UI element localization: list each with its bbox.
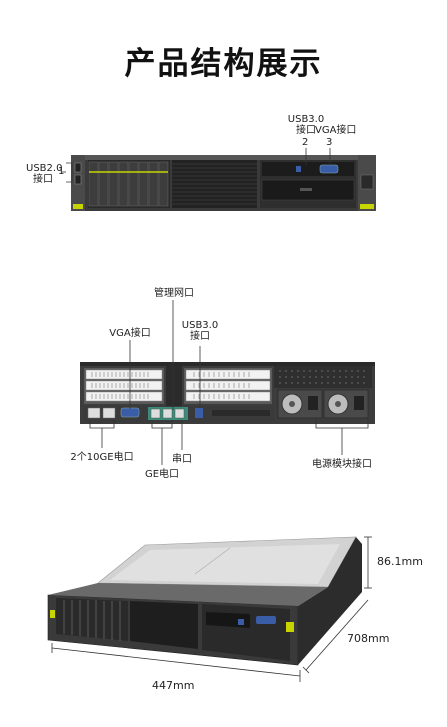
- front-usb3-port: [296, 166, 301, 172]
- server-top-highlight: [110, 544, 340, 584]
- dimension-height: 86.1mm: [377, 555, 423, 568]
- perspective-vga-port: [256, 616, 276, 624]
- rear-ge-label: GE电口: [144, 469, 180, 480]
- front-vga-port: [319, 164, 339, 174]
- rear-right-pcie-slots: [184, 368, 272, 404]
- rear-left-pcie-slots: [84, 368, 164, 404]
- front-chassis-top: [71, 155, 376, 160]
- usb2-port-b: [74, 174, 82, 185]
- front-usb2-label: USB2.0 接口: [26, 163, 63, 185]
- front-vga-label: VGA接口: [315, 125, 357, 136]
- rear-usb3-port: [195, 408, 203, 418]
- front-usb2-number: 1: [58, 166, 65, 177]
- rear-10ge-label: 2个10GE电口: [70, 452, 134, 463]
- dimension-depth: 708mm: [347, 632, 390, 645]
- ten-ge-port-b: [102, 407, 116, 419]
- usb2-port-a: [74, 162, 82, 173]
- ten-ge-port-a: [87, 407, 101, 419]
- perspective-drive-bays: [56, 598, 128, 641]
- rear-vga-label: VGA接口: [109, 328, 151, 339]
- rear-center-divider: [166, 366, 182, 406]
- rear-serial-label: 串口: [172, 454, 192, 465]
- perspective-mesh: [130, 601, 198, 649]
- server-front-top-edge: [48, 583, 328, 606]
- rear-usb3-label: USB3.0 接口: [181, 320, 219, 342]
- front-usb3-label: USB3.0 接口: [287, 114, 325, 136]
- front-left-ear-tag: [73, 204, 83, 209]
- front-usb3-number: 2: [302, 137, 309, 148]
- dimension-width: 447mm: [152, 679, 195, 692]
- rear-psu-label: 电源模块接口: [312, 459, 372, 470]
- drive-bays: [88, 160, 170, 208]
- rear-mgmt-label: 管理网口: [154, 288, 194, 299]
- front-vga-number: 3: [326, 137, 333, 148]
- rear-slot-vent: [212, 410, 270, 416]
- page-title: 产品结构展示: [124, 46, 323, 82]
- server-side: [298, 537, 362, 665]
- psu-modules: [277, 389, 369, 419]
